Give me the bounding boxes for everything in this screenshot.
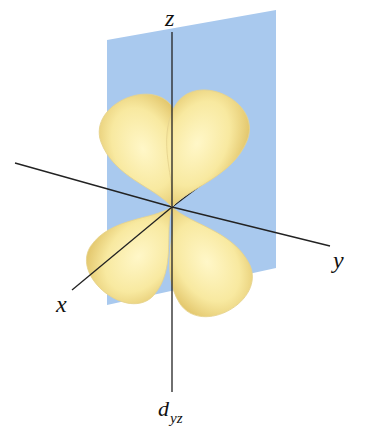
z-axis: [171, 32, 172, 392]
orbital-name: d: [158, 398, 169, 420]
orbital-lobes: [74, 78, 265, 330]
orbital-subscript: yz: [170, 411, 183, 426]
axis-label: y: [333, 248, 344, 272]
axis-label: z: [165, 6, 174, 30]
x-axis: [72, 207, 172, 290]
lobe: [136, 78, 261, 224]
lobe: [137, 188, 264, 330]
y-axis: [172, 207, 330, 246]
axis-label: x: [56, 292, 67, 316]
